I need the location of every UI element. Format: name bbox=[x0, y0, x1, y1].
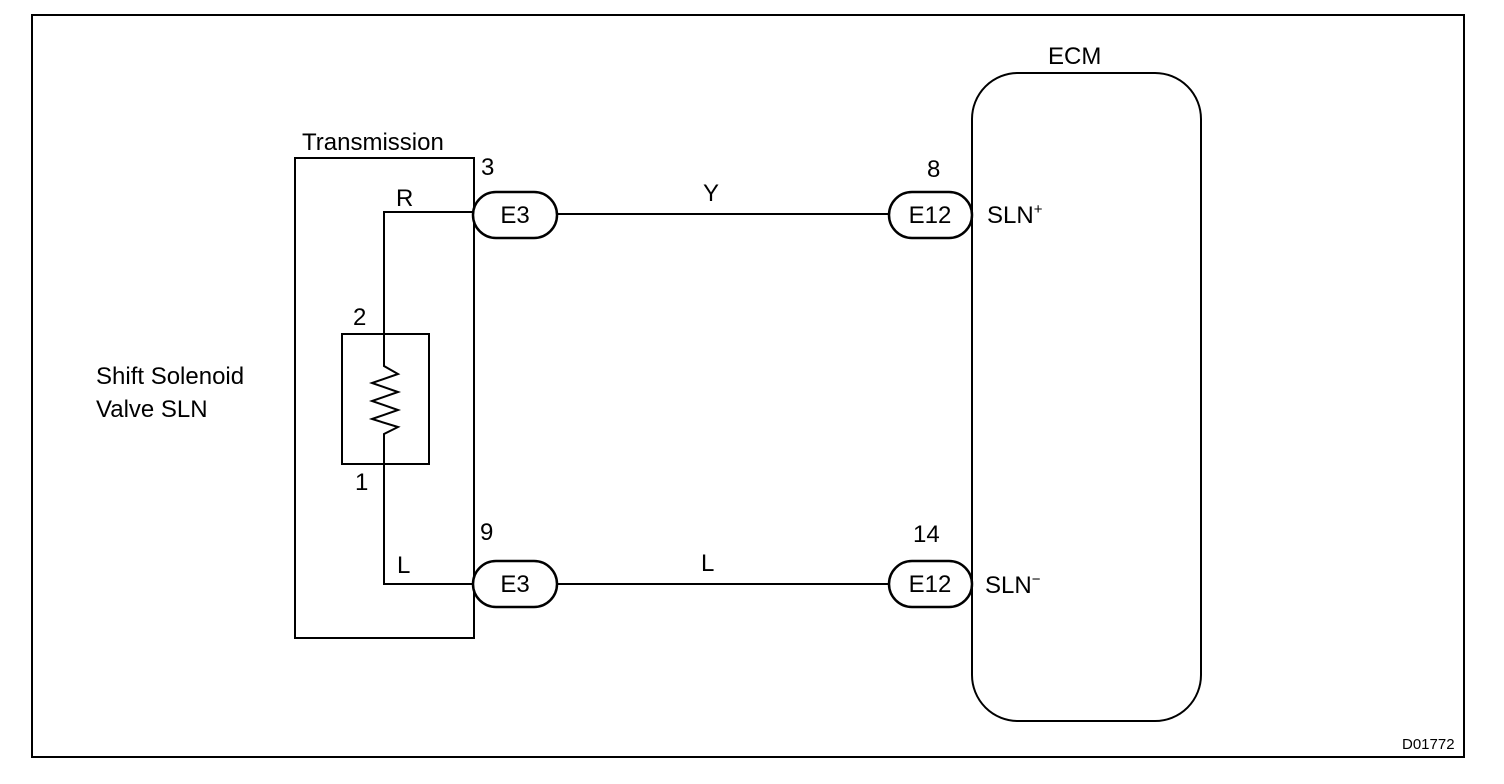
connector-e12-bottom: E12 bbox=[887, 559, 974, 609]
connector-id: E3 bbox=[500, 202, 529, 229]
transmission-box bbox=[294, 157, 475, 639]
ecm-box bbox=[971, 72, 1202, 722]
terminal-name: SLN bbox=[985, 572, 1032, 599]
connector-id: E12 bbox=[909, 571, 952, 598]
drawing-id: D01772 bbox=[1402, 736, 1455, 753]
terminal-sln-minus: SLN− bbox=[985, 571, 1041, 599]
terminal-polarity: − bbox=[1032, 571, 1041, 588]
connector-pin-14: 14 bbox=[913, 521, 940, 548]
solenoid-body bbox=[341, 333, 430, 465]
connector-e3-top: E3 bbox=[471, 190, 559, 240]
connector-id: E12 bbox=[909, 202, 952, 229]
transmission-label: Transmission bbox=[302, 129, 444, 156]
terminal-name: SLN bbox=[987, 202, 1034, 229]
ecm-label: ECM bbox=[1048, 43, 1101, 70]
connector-pin-9: 9 bbox=[480, 519, 493, 546]
connector-id: E3 bbox=[500, 571, 529, 598]
diagram-frame bbox=[31, 14, 1465, 758]
wire-color-inner-top: R bbox=[396, 185, 413, 212]
solenoid-label-line2: Valve SLN bbox=[96, 396, 208, 423]
terminal-polarity: + bbox=[1034, 201, 1043, 218]
wire-inner-bottom bbox=[383, 464, 476, 585]
terminal-sln-plus: SLN+ bbox=[987, 201, 1043, 229]
solenoid-pin-bottom: 1 bbox=[355, 469, 368, 496]
wire-color-bottom: L bbox=[701, 550, 714, 577]
connector-e12-top: E12 bbox=[887, 190, 974, 240]
connector-e3-bottom: E3 bbox=[471, 559, 559, 609]
wire-color-inner-bottom: L bbox=[397, 552, 410, 579]
connector-pin-3: 3 bbox=[481, 154, 494, 181]
solenoid-label-line1: Shift Solenoid bbox=[96, 363, 244, 390]
connector-pin-8: 8 bbox=[927, 156, 940, 183]
solenoid-pin-top: 2 bbox=[353, 304, 366, 331]
wire-color-top: Y bbox=[703, 180, 719, 207]
wire-inner-top bbox=[383, 211, 476, 334]
solenoid-coil-symbol bbox=[368, 334, 402, 464]
